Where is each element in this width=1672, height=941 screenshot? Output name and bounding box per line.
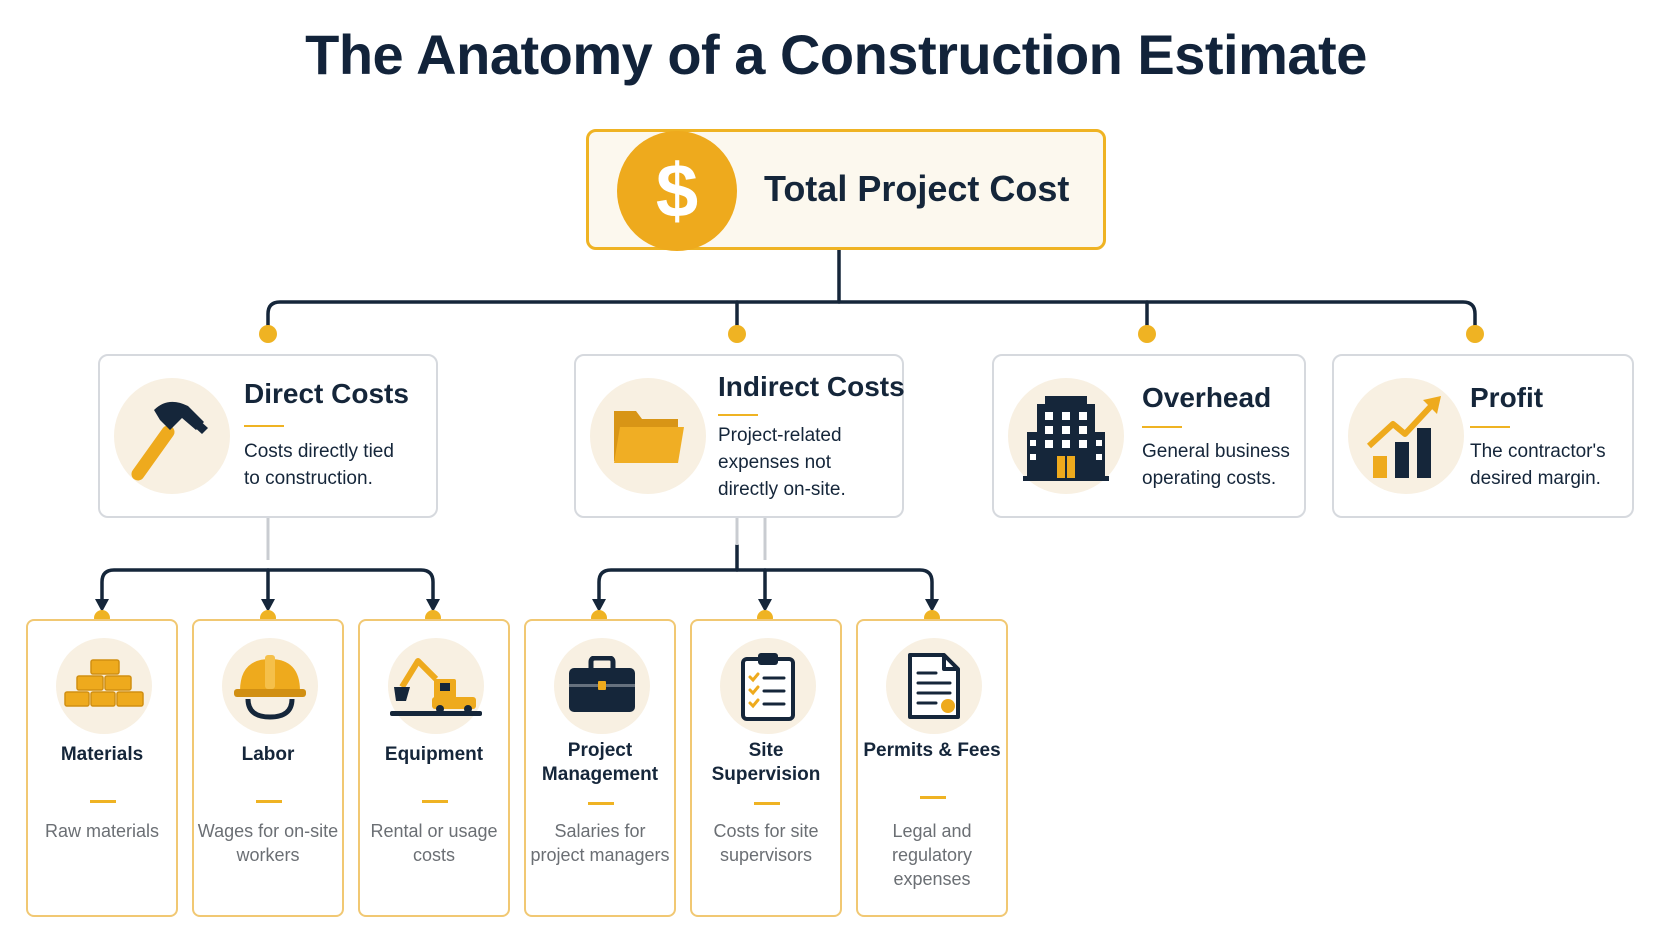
arrowhead [758, 599, 772, 612]
category-card-indirect-costs: Indirect Costs Project-related expenses … [574, 354, 905, 518]
subcategory-title: Permits & Fees [863, 740, 1001, 761]
title-underline [718, 414, 758, 416]
subcategory-description: Wages for on-site workers [197, 821, 339, 865]
subcategory-card-labor: Labor Wages for on-site workers [192, 619, 344, 917]
category-description: Costs directly tied to construction. [244, 441, 394, 489]
title-underline [1470, 426, 1510, 428]
subcategory-card-site-supervision: Site Supervision Costs for site supervis… [690, 619, 842, 917]
category-title: Direct Costs [244, 378, 409, 409]
category-title: Profit [1470, 382, 1544, 413]
folder-icon [590, 378, 706, 494]
connector-level1-bus [266, 300, 1477, 335]
category-title: Indirect Costs [718, 371, 905, 402]
subcategory-description: Rental or usage costs [370, 821, 498, 865]
hammer-icon [114, 378, 230, 494]
subcategory-title: Labor [241, 744, 295, 765]
clipboard-checklist-icon [720, 638, 816, 734]
subcategory-description: Salaries for project managers [530, 821, 670, 865]
subcategory-title: Project Management [541, 740, 659, 785]
category-card-direct-costs: Direct Costs Costs directly tied to cons… [98, 354, 438, 518]
dollar-coin-icon: $ [617, 131, 737, 251]
arrowhead [925, 599, 939, 612]
connector-dot [259, 325, 277, 343]
subcategory-description: Costs for site supervisors [713, 821, 819, 865]
briefcase-icon [554, 638, 650, 734]
title-underline [1142, 426, 1182, 428]
subcategory-card-project-management: Project Management Salaries for project … [524, 619, 676, 917]
category-title: Overhead [1142, 382, 1272, 413]
title-underline [90, 800, 116, 803]
document-icon [886, 638, 982, 734]
subcategory-card-permits-fees: Permits & Fees Legal and regulatory expe… [856, 619, 1008, 917]
title-underline [754, 802, 780, 805]
title-underline [422, 800, 448, 803]
root-label: Total Project Cost [764, 168, 1070, 209]
hard-hat-icon [222, 638, 318, 734]
page-title: The Anatomy of a Construction Estimate [305, 23, 1367, 86]
subcategory-title: Materials [60, 744, 144, 765]
excavator-icon [388, 638, 484, 734]
connector-dot [728, 325, 746, 343]
subcategory-title: Site Supervision [711, 740, 821, 785]
arrowhead [95, 599, 109, 612]
growth-chart-icon [1348, 378, 1464, 494]
category-card-profit: Profit The contractor's desired margin. [1332, 354, 1634, 518]
category-description: The contractor's desired margin. [1470, 441, 1606, 489]
category-description: Project-related expenses not directly on… [718, 425, 846, 500]
arrowhead [426, 599, 440, 612]
title-underline [920, 796, 946, 799]
subcategory-card-materials: Materials Raw materials [26, 619, 178, 917]
title-underline [588, 802, 614, 805]
connector-dot [1466, 325, 1484, 343]
arrowhead [261, 599, 275, 612]
arrowhead [592, 599, 606, 612]
connector-dot [1138, 325, 1156, 343]
subcategory-title: Equipment [384, 744, 484, 765]
subcategory-description: Raw materials [44, 821, 160, 841]
title-underline [244, 425, 284, 427]
title-underline [256, 800, 282, 803]
category-card-overhead: Overhead General business operating cost… [992, 354, 1306, 518]
root-node-total-project-cost: $ Total Project Cost [586, 129, 1106, 251]
category-description: General business operating costs. [1142, 441, 1290, 489]
office-building-icon [1008, 378, 1124, 494]
subcategory-card-equipment: Equipment Rental or usage costs [358, 619, 510, 917]
subcategory-description: Legal and regulatory expenses [891, 821, 973, 889]
bricks-icon [56, 638, 152, 734]
